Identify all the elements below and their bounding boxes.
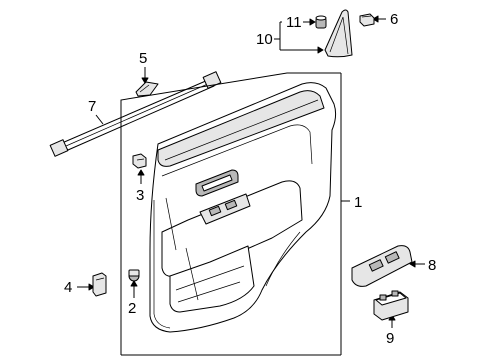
- part-6-clip: [359, 13, 375, 27]
- part-4-clip: [92, 272, 107, 297]
- part-8-switch-bezel: [351, 245, 413, 287]
- leader-lines: [77, 15, 425, 355]
- callout-2: 2: [128, 300, 136, 317]
- callout-10: 10: [256, 31, 273, 48]
- callout-9: 9: [386, 330, 394, 347]
- callout-6: 6: [390, 11, 398, 28]
- part-1-door-trim-panel: [120, 72, 341, 356]
- callout-11: 11: [286, 14, 302, 31]
- part-2-screw: [128, 269, 140, 282]
- callout-7: 7: [88, 98, 96, 115]
- callout-5: 5: [139, 50, 147, 67]
- part-10-garnish: [324, 9, 353, 58]
- part-5-bracket: [135, 81, 159, 97]
- part-3-clip: [132, 153, 147, 169]
- callout-3: 3: [136, 187, 144, 204]
- callout-4: 4: [64, 279, 72, 296]
- callout-1: 1: [354, 194, 362, 211]
- part-9-switch: [373, 290, 409, 321]
- callout-8: 8: [428, 257, 436, 274]
- part-11-clip: [315, 15, 327, 29]
